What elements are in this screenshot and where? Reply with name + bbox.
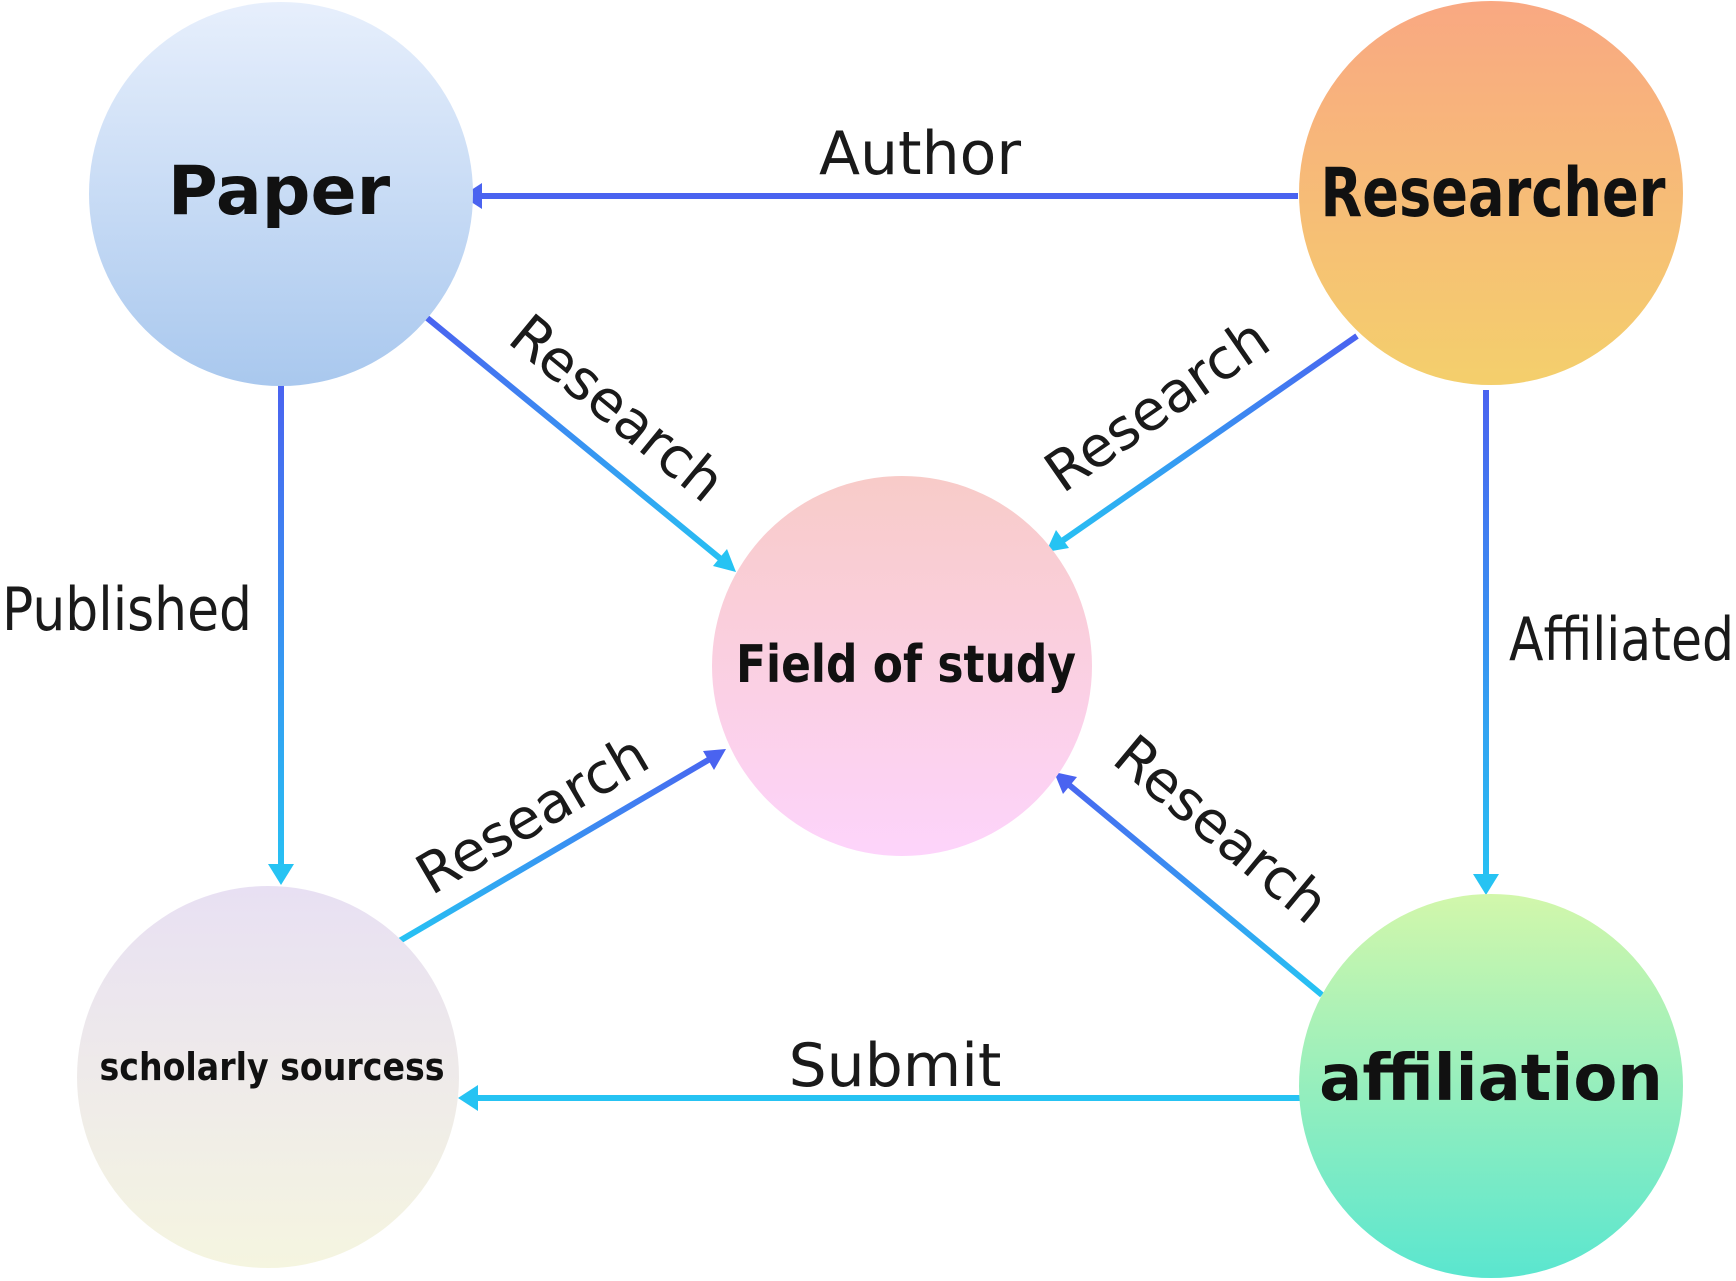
edge-research-paper [424,314,736,572]
edge-label-research-affiliation: Research [1101,723,1340,937]
arrowhead-submit [458,1085,478,1111]
node-researcher-label: Researcher [1321,154,1666,233]
edge-affiliated [1473,390,1499,895]
node-affiliation: affiliation [1299,894,1683,1278]
node-affiliation-circle [1299,894,1683,1278]
arrowhead-research-scholarly [703,749,726,770]
node-researcher-circle [1299,1,1683,385]
node-field-circle [712,476,1092,856]
edge-published [268,385,294,885]
edge-submit [458,1085,1302,1111]
edge-research-scholarly [394,749,726,946]
node-scholarly-label: scholarly sourcess [100,1045,445,1089]
arrowhead-research-researcher [1046,530,1069,552]
arrowhead-research-affiliation [1054,772,1077,794]
edge-label-published: Published [2,575,252,645]
node-affiliation-label: affiliation [1319,1042,1663,1116]
node-field-label: Field of study [736,635,1076,695]
edge-label-author: Author [819,119,1021,189]
node-field-of-study: Field of study [712,476,1092,856]
node-scholarly-circle [77,886,459,1268]
edge-label-submit: Submit [789,1031,1002,1101]
arrowhead-affiliated [1473,874,1499,895]
node-paper-circle [89,2,473,386]
node-paper: Paper [89,2,473,386]
node-researcher: Researcher [1299,1,1683,385]
node-scholarly-sourcess: scholarly sourcess [77,886,459,1268]
node-paper-label: Paper [168,152,391,231]
edge-label-research-scholarly: Research [405,722,659,908]
arrowhead-research-paper [713,549,736,572]
edge-research-affiliation [1054,772,1324,998]
edge-label-affiliated: Affiliated [1509,605,1734,675]
edge-research-researcher [1046,333,1359,552]
arrowhead-published [268,864,294,885]
edge-label-research-paper: Research [497,302,737,515]
